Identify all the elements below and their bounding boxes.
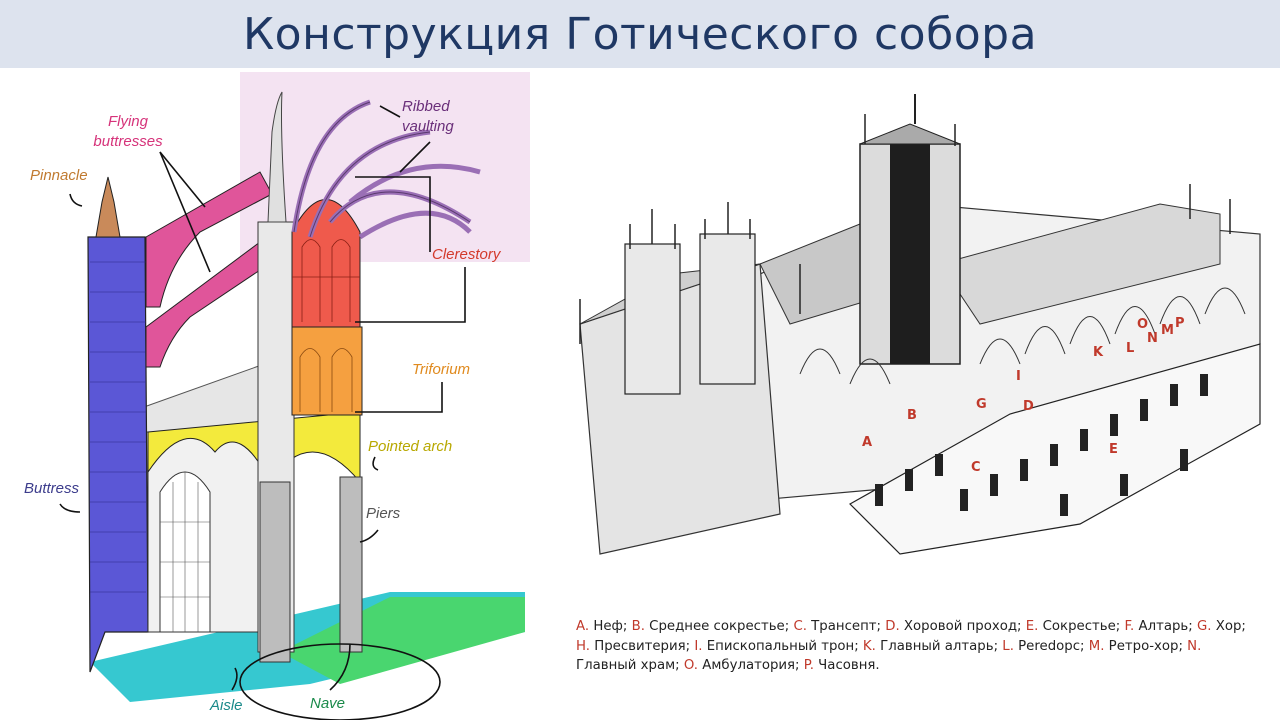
letter-L: L <box>1126 341 1134 356</box>
letter-M: M <box>1161 323 1174 338</box>
triforium <box>291 326 363 416</box>
legend-text: Неф; <box>589 619 632 634</box>
legend-key: K. <box>862 638 876 654</box>
legend-key: M. <box>1088 638 1105 654</box>
legend-key: O. <box>683 658 699 673</box>
arrow-ribbed-2 <box>399 141 431 173</box>
spires <box>579 184 1231 344</box>
label-ribbed-vaulting-2: vaulting <box>402 118 454 135</box>
letter-E: E <box>1109 442 1118 457</box>
legend-key: N. <box>1187 638 1202 654</box>
legend-text: Пресвитерия; <box>590 638 695 654</box>
label-piers: Piers <box>366 505 401 522</box>
legend: A. Неф; B. Среднее сокрестье; C. Трансеп… <box>576 617 1256 676</box>
wall-spire <box>267 91 287 223</box>
pier-right <box>339 476 363 653</box>
vault-outline <box>293 101 471 238</box>
nave-ellipse <box>239 643 441 720</box>
legend-key: A. <box>576 619 590 634</box>
legend-key: D. <box>885 619 900 634</box>
label-aisle: Aisle <box>209 697 243 714</box>
legend-key: C. <box>793 619 807 634</box>
legend-text: Среднее сокрестье; <box>644 619 794 634</box>
arrow-pinnacle <box>69 193 83 207</box>
page-title: Конструкция Готического собора <box>242 8 1038 60</box>
legend-text: Хор; <box>1211 619 1246 634</box>
legend-text: Ретро-хор; <box>1104 638 1188 654</box>
arrow-clerestory-top <box>355 176 431 252</box>
legend-text: Главный алтарь; <box>875 638 1003 654</box>
label-triforium: Triforium <box>412 361 470 378</box>
legend-text: Реredорс; <box>1013 638 1089 654</box>
tower-top <box>859 123 961 145</box>
buttress <box>87 236 149 673</box>
pinnacle <box>95 176 121 238</box>
letter-N: N <box>1147 331 1158 346</box>
west-tower-left <box>624 243 681 395</box>
aisle-window-tracery <box>160 472 210 632</box>
triforium-arcade <box>299 348 353 412</box>
legend-key: I. <box>694 638 703 654</box>
arrow-pointed-arch <box>372 456 379 471</box>
legend-text: Хоровой проход; <box>899 619 1026 634</box>
tower-shadow <box>890 144 930 364</box>
west-tower-right <box>699 233 756 385</box>
label-pointed-arch: Pointed arch <box>368 438 452 455</box>
legend-key: B. <box>631 619 645 634</box>
letter-B: B <box>907 408 917 423</box>
arrow-ribbed-1 <box>379 105 401 118</box>
label-pinnacle: Pinnacle <box>30 167 88 184</box>
cathedral-cutaway-drawing: A B C D E G I K L O N M P <box>579 94 1261 555</box>
legend-key: E. <box>1025 619 1039 634</box>
legend-text: Сокрестье; <box>1038 619 1125 634</box>
gothic-section-diagram: Flying buttresses Ribbed vaulting Pinnac… <box>24 72 530 720</box>
piers-plan <box>875 374 1208 516</box>
legend-text: Алтарь; <box>1134 619 1197 634</box>
label-ribbed-vaulting-1: Ribbed <box>402 98 450 115</box>
plan-letters: A B C D E G I K L O N M P <box>862 316 1185 475</box>
arrow-flying-1 <box>159 151 206 208</box>
letter-K: K <box>1093 345 1104 360</box>
pointed-arch <box>147 411 361 484</box>
choir-roof <box>939 203 1221 325</box>
label-nave: Nave <box>310 695 345 712</box>
flying-buttress-upper <box>145 171 273 308</box>
label-clerestory: Clerestory <box>432 246 502 263</box>
legend-key: H. <box>576 638 590 654</box>
title-bar: Конструкция Готического собора <box>0 0 1280 68</box>
arrow-flying-2 <box>159 151 211 273</box>
label-flying-buttresses-2: buttresses <box>93 133 163 150</box>
label-buttress: Buttress <box>24 480 80 497</box>
arrow-buttress <box>59 503 81 513</box>
nave-arcade <box>799 287 1246 385</box>
letter-P: P <box>1175 316 1185 331</box>
arrow-triforium <box>355 382 443 413</box>
buttress-masonry <box>90 261 146 593</box>
pier-left <box>259 481 291 663</box>
arrow-clerestory-bottom <box>355 267 466 323</box>
legend-key: F. <box>1124 619 1135 634</box>
legend-text: Епископальный трон; <box>702 638 863 654</box>
legend-text: Главный храм; <box>576 658 684 673</box>
letter-C: C <box>971 460 981 475</box>
arrow-nave <box>329 643 351 691</box>
legend-key: G. <box>1196 619 1212 634</box>
letter-I: I <box>1016 369 1021 384</box>
letter-O: O <box>1137 317 1148 332</box>
legend-text: Часовня. <box>813 658 880 673</box>
arrow-aisle <box>231 667 238 691</box>
flying-buttress-lower <box>145 241 273 368</box>
legend-key: L. <box>1002 638 1014 654</box>
label-flying-buttresses-1: Flying <box>108 113 149 130</box>
nave-floor <box>280 597 525 684</box>
letter-A: A <box>862 435 872 450</box>
clerestory-tracery <box>292 239 360 322</box>
legend-text: Трансепт; <box>806 619 886 634</box>
letter-D: D <box>1023 399 1034 414</box>
pointer-arrows <box>59 105 466 720</box>
arrow-piers <box>359 529 379 543</box>
legend-key: P. <box>803 658 814 673</box>
legend-text: Амбулатория; <box>698 658 804 673</box>
letter-G: G <box>976 397 987 412</box>
